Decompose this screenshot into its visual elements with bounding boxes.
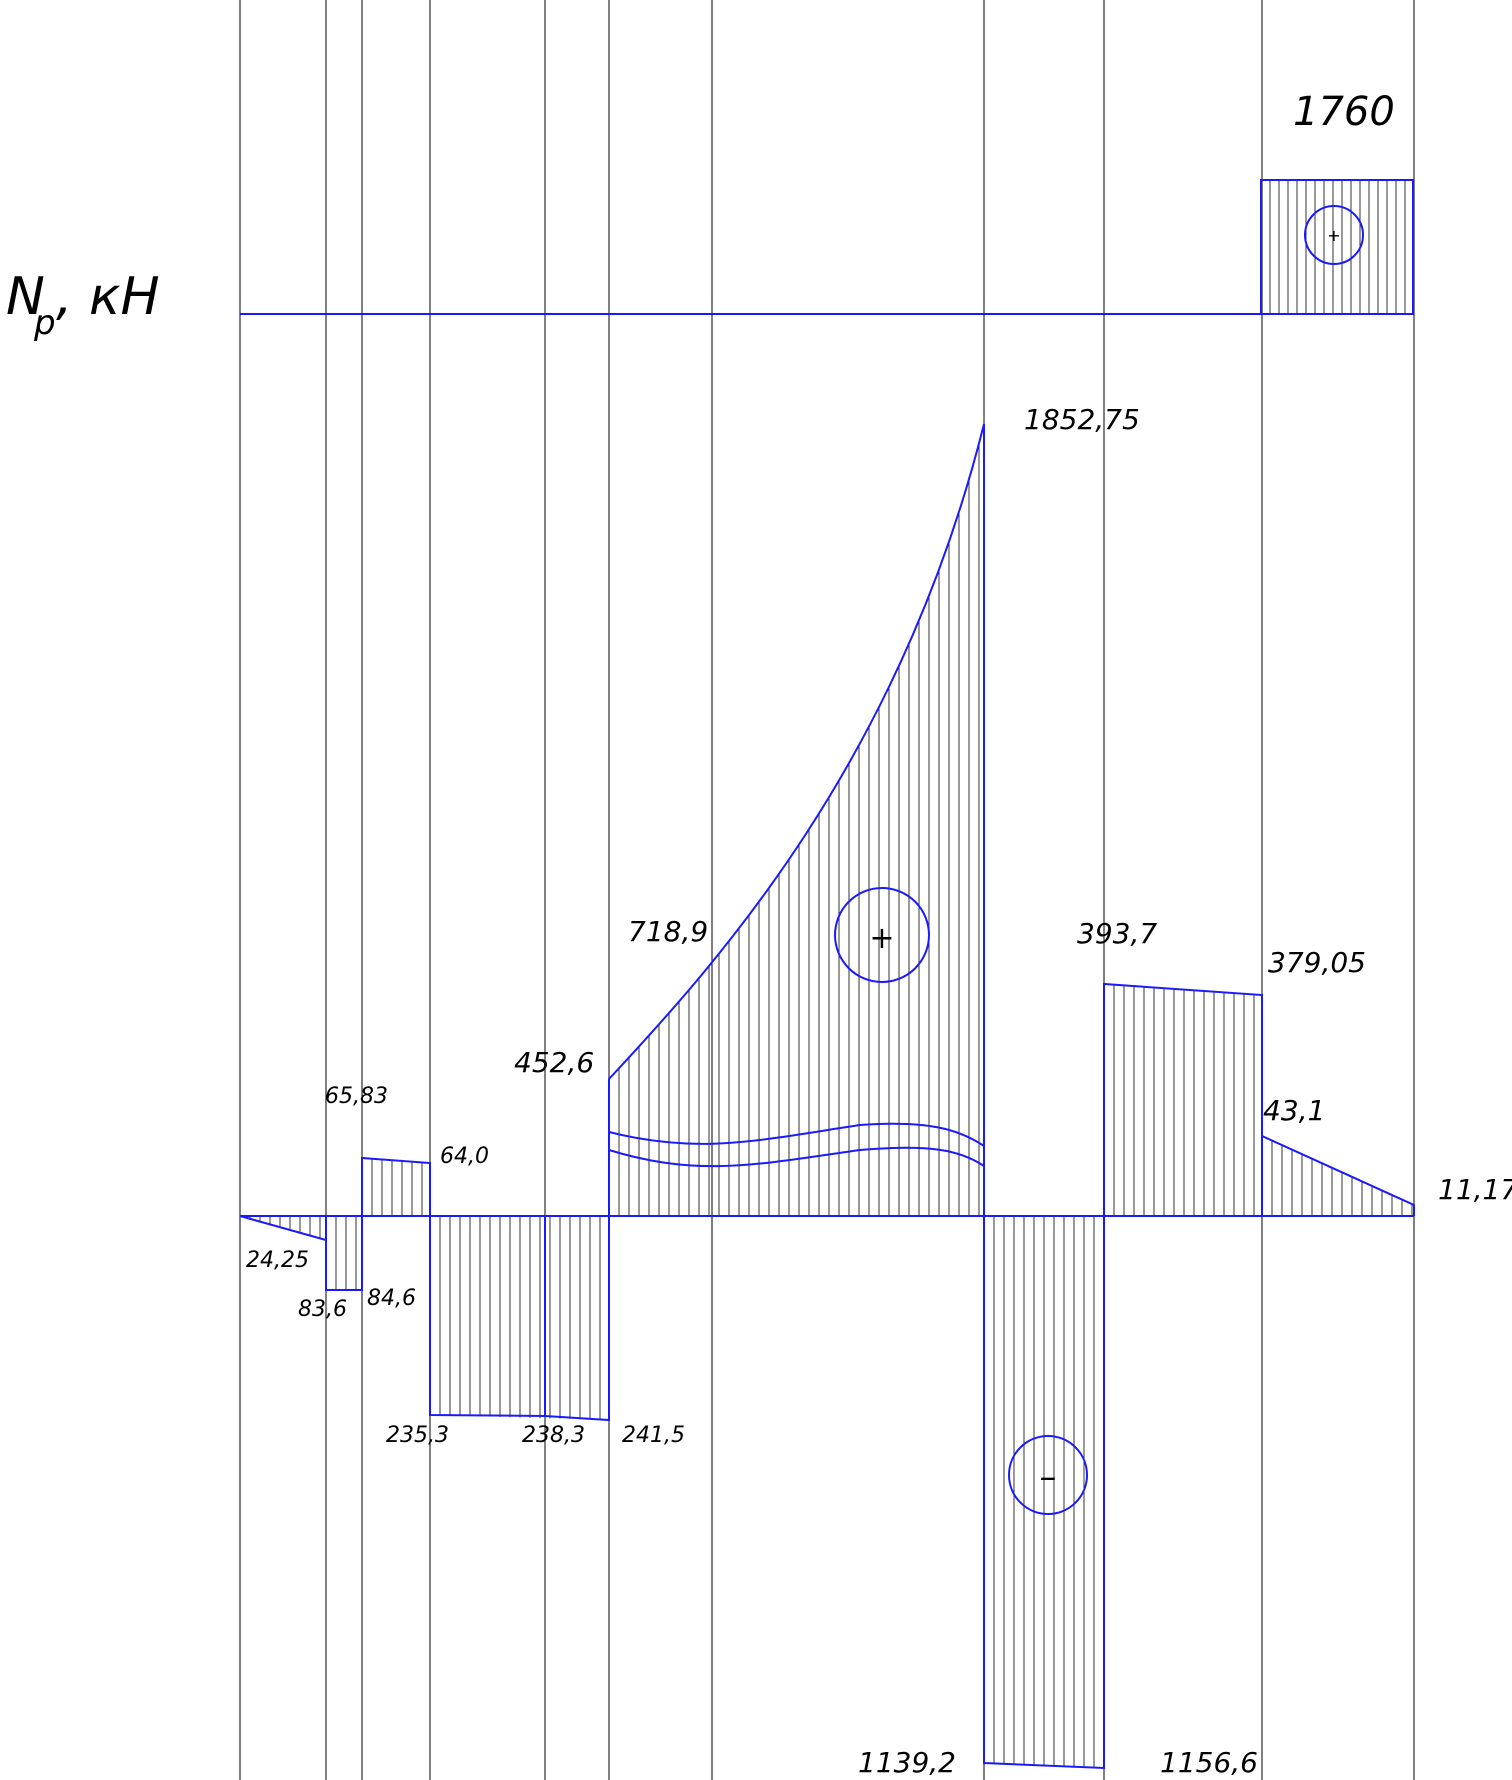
axis-title: N р , кН: [6, 267, 160, 343]
diagram-hatching: [249, 180, 1413, 1768]
label-393-7: 393,7: [1077, 917, 1157, 950]
label-379-05: 379,05: [1268, 946, 1366, 979]
segment-5-curve: [608, 423, 985, 1216]
segment-8: [1261, 1135, 1415, 1216]
label-718-9: 718,9: [628, 915, 708, 948]
axis-title-sub: р: [33, 303, 56, 343]
segment-1: [239, 1215, 327, 1242]
top-sign-text: +: [1327, 226, 1340, 245]
label-1852-75: 1852,75: [1024, 403, 1140, 436]
positive-sign-text: +: [869, 921, 894, 956]
label-241-5: 241,5: [622, 1423, 685, 1448]
label-1139-2: 1139,2: [858, 1746, 956, 1779]
positive-sign-circle: [834, 887, 930, 983]
negative-sign-text: –: [1040, 1457, 1057, 1497]
label-24-25: 24,25: [246, 1248, 309, 1273]
label-83-6: 83,6: [298, 1297, 347, 1322]
negative-sign-circle: [1008, 1435, 1088, 1515]
top-block-rect: [1260, 179, 1414, 315]
label-84-6: 84,6: [367, 1286, 416, 1311]
top-block-value: 1760: [1293, 89, 1395, 135]
value-labels: 24,25 83,6 84,6 65,83 64,0 235,3 238,3 2…: [246, 403, 1512, 1779]
section-lines: [239, 0, 1415, 1780]
label-64-0: 64,0: [440, 1144, 489, 1169]
top-sign-circle: [1304, 205, 1364, 265]
segment-7: [1103, 982, 1263, 1216]
label-1156-6: 1156,6: [1160, 1746, 1258, 1779]
label-235-3: 235,3: [386, 1423, 449, 1448]
break-mark-upper: [608, 1122, 985, 1147]
axis-title-unit: , кН: [56, 267, 160, 327]
segment-4: [429, 1216, 610, 1422]
segment-6: [983, 1216, 1105, 1770]
label-65-83: 65,83: [325, 1084, 388, 1109]
break-mark-lower: [608, 1146, 985, 1168]
label-43-1: 43,1: [1263, 1094, 1325, 1127]
label-238-3: 238,3: [522, 1423, 585, 1448]
segment-2: [325, 1216, 363, 1291]
label-452-6: 452,6: [514, 1046, 594, 1079]
axis-title-main: N: [6, 267, 45, 327]
top-block: + 1760: [240, 89, 1414, 315]
main-diagram-outline: + –: [239, 423, 1415, 1770]
label-11-179: 11,179: [1438, 1173, 1512, 1206]
segment-3: [361, 1156, 431, 1216]
